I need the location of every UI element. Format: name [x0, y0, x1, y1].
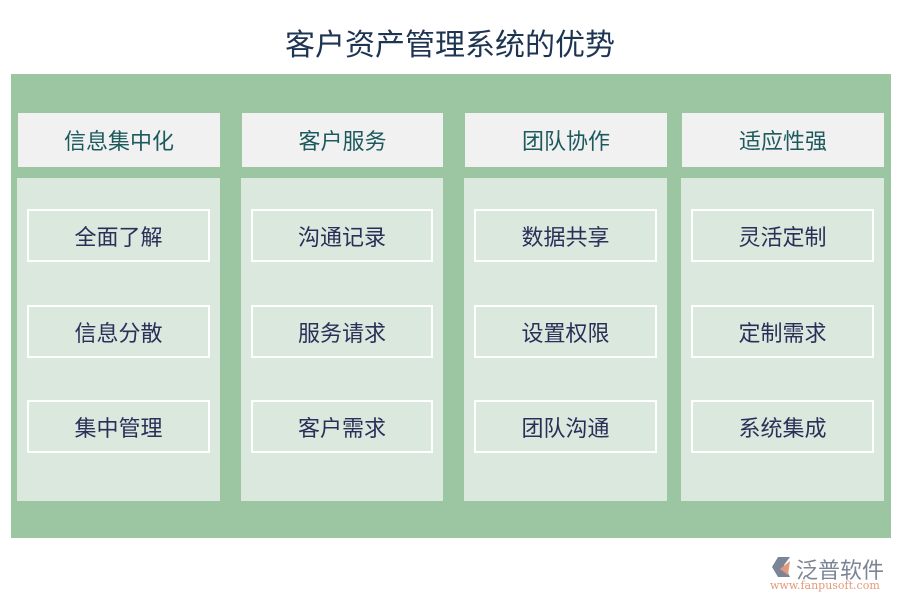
column-header: 团队协作	[465, 113, 667, 167]
logo-url: www.fanpusoft.com	[770, 579, 880, 592]
column-panel: 全面了解信息分散集中管理	[17, 178, 220, 501]
column-header: 客户服务	[242, 113, 443, 167]
column-header: 信息集中化	[18, 113, 220, 167]
item-box: 系统集成	[691, 400, 874, 453]
column-header: 适应性强	[682, 113, 884, 167]
logo: 泛普软件 www.fanpusoft.com	[770, 553, 895, 593]
item-box: 全面了解	[27, 209, 210, 262]
item-box: 团队沟通	[474, 400, 657, 453]
item-box: 信息分散	[27, 305, 210, 358]
item-box: 客户需求	[251, 400, 433, 453]
column-panel: 数据共享设置权限团队沟通	[464, 178, 667, 501]
item-box: 设置权限	[474, 305, 657, 358]
column-panel: 沟通记录服务请求客户需求	[241, 178, 443, 501]
logo-icon	[772, 557, 790, 577]
item-box: 沟通记录	[251, 209, 433, 262]
item-box: 定制需求	[691, 305, 874, 358]
logo-name: 泛普软件	[796, 559, 885, 584]
item-box: 灵活定制	[691, 209, 874, 262]
item-box: 数据共享	[474, 209, 657, 262]
item-box: 服务请求	[251, 305, 433, 358]
column-panel: 灵活定制定制需求系统集成	[681, 178, 884, 501]
item-box: 集中管理	[27, 400, 210, 453]
diagram-title: 客户资产管理系统的优势	[285, 28, 615, 63]
